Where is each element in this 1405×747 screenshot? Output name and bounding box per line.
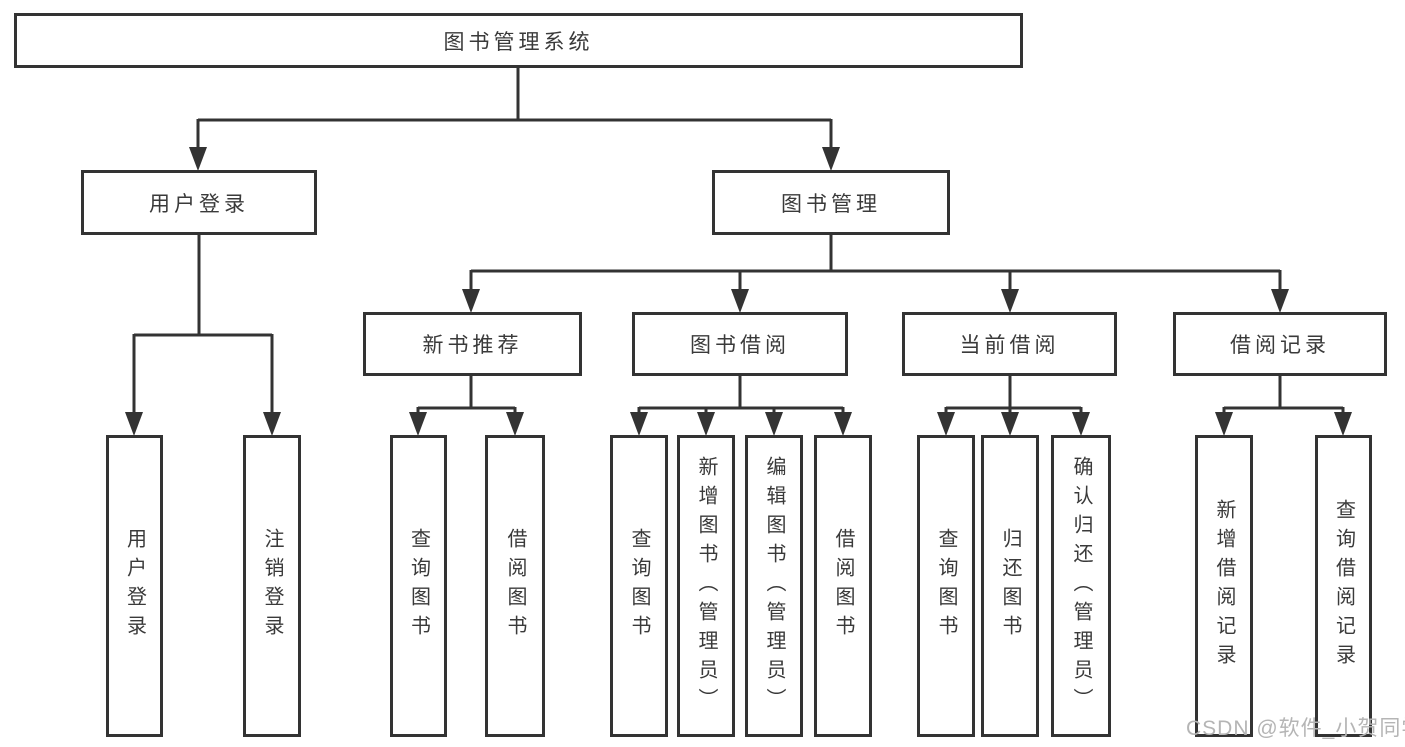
leaf-user-login-label: 用户登录	[123, 528, 146, 644]
node-root-label: 图书管理系统	[443, 30, 594, 54]
leaf-query-books-borrow: 查询图书	[610, 435, 668, 737]
leaf-borrow-books: 借阅图书	[814, 435, 872, 737]
csdn-watermark: CSDN @软件_小贺同学	[1186, 717, 1405, 740]
node-book-borrow: 图书借阅	[632, 312, 848, 376]
node-borrow-records: 借阅记录	[1173, 312, 1387, 376]
node-book-borrow-label: 图书借阅	[690, 334, 790, 357]
leaf-add-books-admin-label: 新增图书（管理员）	[695, 455, 717, 717]
node-borrow-records-label: 借阅记录	[1230, 334, 1330, 357]
node-root: 图书管理系统	[14, 13, 1023, 68]
leaf-logout: 注销登录	[243, 435, 301, 737]
node-new-book-recommend-label: 新书推荐	[422, 334, 523, 357]
node-book-management-label: 图书管理	[781, 192, 881, 216]
leaf-query-books-recommend: 查询图书	[390, 435, 447, 737]
leaf-return-books-label: 归还图书	[999, 528, 1021, 644]
leaf-query-books-current: 查询图书	[917, 435, 975, 737]
leaf-borrow-books-label: 借阅图书	[832, 528, 854, 644]
node-user-login-label: 用户登录	[149, 192, 249, 216]
leaf-edit-books-admin-label: 编辑图书（管理员）	[763, 455, 785, 717]
node-book-management: 图书管理	[712, 170, 950, 235]
leaf-borrow-books-recommend: 借阅图书	[485, 435, 545, 737]
node-current-borrow-label: 当前借阅	[959, 334, 1060, 357]
node-current-borrow: 当前借阅	[902, 312, 1117, 376]
leaf-add-books-admin: 新增图书（管理员）	[677, 435, 735, 737]
leaf-add-borrow-record: 新增借阅记录	[1195, 435, 1253, 737]
leaf-query-books-recommend-label: 查询图书	[407, 528, 430, 644]
node-new-book-recommend: 新书推荐	[363, 312, 582, 376]
leaf-confirm-return-admin: 确认归还（管理员）	[1051, 435, 1111, 737]
leaf-return-books: 归还图书	[981, 435, 1039, 737]
leaf-edit-books-admin: 编辑图书（管理员）	[745, 435, 803, 737]
leaf-add-borrow-record-label: 新增借阅记录	[1213, 499, 1235, 673]
leaf-confirm-return-admin-label: 确认归还（管理员）	[1070, 455, 1092, 717]
leaf-query-borrow-record-label: 查询借阅记录	[1332, 499, 1355, 673]
node-user-login: 用户登录	[81, 170, 317, 235]
leaf-borrow-books-recommend-label: 借阅图书	[504, 528, 526, 644]
leaf-query-borrow-record: 查询借阅记录	[1315, 435, 1372, 737]
leaf-query-books-borrow-label: 查询图书	[628, 528, 650, 644]
leaf-logout-label: 注销登录	[261, 528, 283, 644]
leaf-query-books-current-label: 查询图书	[935, 528, 957, 644]
leaf-user-login: 用户登录	[106, 435, 163, 737]
